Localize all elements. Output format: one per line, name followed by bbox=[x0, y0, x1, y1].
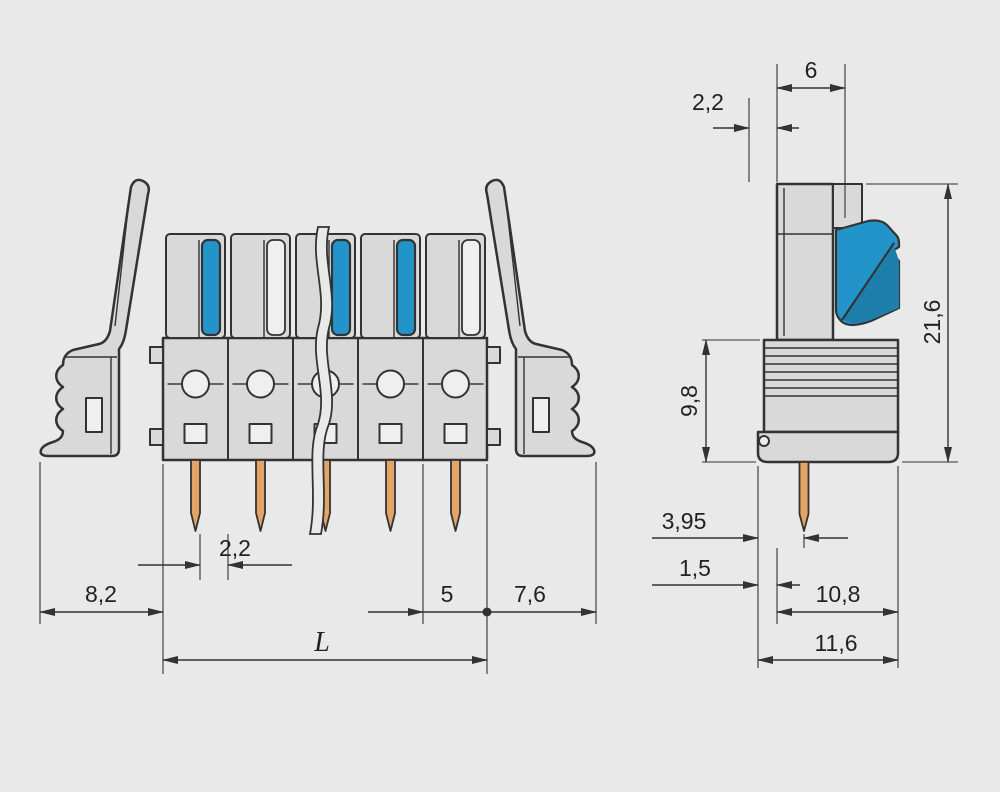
break-line bbox=[308, 226, 333, 535]
round-opening bbox=[246, 369, 275, 399]
round-opening bbox=[181, 369, 210, 399]
dim-label-lower-height: 9,8 bbox=[676, 385, 702, 417]
latch-body bbox=[39, 178, 151, 458]
solder-pin bbox=[190, 459, 201, 532]
side-lower-housing bbox=[762, 338, 900, 434]
pole-tower-4 bbox=[360, 233, 421, 339]
solder-pin-side bbox=[798, 461, 810, 532]
lever-slot bbox=[266, 239, 286, 336]
rib-lines bbox=[764, 347, 898, 397]
housing-tab bbox=[486, 428, 501, 446]
square-opening bbox=[248, 423, 273, 444]
dim-label-overall-height: 21,6 bbox=[919, 300, 945, 345]
side-top-block bbox=[832, 183, 863, 229]
round-opening bbox=[441, 369, 470, 399]
lever-diagonal-line bbox=[841, 242, 895, 321]
contact-openings bbox=[167, 369, 484, 444]
dim-label-lever-width: 6 bbox=[805, 57, 818, 83]
dim-label-left-overhang: 8,2 bbox=[85, 581, 117, 607]
dim-label-body-depth: 10,8 bbox=[816, 581, 861, 607]
dimensions-front: 2,2 8,2 5 7,6 L bbox=[39, 462, 597, 674]
housing-tab bbox=[149, 428, 164, 446]
dim-label-length: L bbox=[313, 627, 330, 658]
actuation-lever bbox=[200, 238, 222, 337]
solder-pins bbox=[190, 459, 461, 532]
dim-label-foot-offset: 1,5 bbox=[679, 555, 711, 581]
solder-pin bbox=[385, 459, 396, 532]
square-opening bbox=[183, 423, 208, 444]
dim-label-side-top-offset: 2,2 bbox=[692, 89, 724, 115]
dim-label-pitch: 5 bbox=[441, 581, 454, 607]
square-opening bbox=[443, 423, 468, 444]
mounting-latch-right bbox=[484, 178, 596, 458]
dim-label-right-overhang: 7,6 bbox=[514, 581, 546, 607]
solder-pin bbox=[255, 459, 266, 532]
actuation-lever bbox=[330, 238, 352, 337]
actuation-lever bbox=[395, 238, 417, 337]
lever-shading bbox=[844, 246, 899, 324]
pole-tower-5 bbox=[425, 233, 486, 339]
dim-label-pin-offset: 2,2 bbox=[219, 535, 251, 561]
lever-slot bbox=[461, 239, 481, 336]
solder-pin bbox=[450, 459, 461, 532]
side-view bbox=[756, 182, 901, 532]
pole-tower-1 bbox=[165, 233, 226, 339]
side-foot bbox=[756, 430, 900, 464]
round-opening bbox=[376, 369, 405, 399]
foot-pivot-hole bbox=[758, 435, 770, 447]
square-opening bbox=[378, 423, 403, 444]
side-upper-housing bbox=[775, 182, 835, 342]
housing-tab bbox=[149, 346, 164, 364]
latch-arm-line bbox=[114, 199, 130, 327]
pole-tower-2 bbox=[230, 233, 291, 339]
latch-slot bbox=[85, 397, 103, 433]
front-view bbox=[39, 178, 596, 535]
dimensions-side: 2,2 6 21,6 9,8 3,95 1,5 10,8 11,6 bbox=[652, 57, 958, 668]
mounting-latch-left bbox=[39, 178, 151, 458]
dim-label-pin-to-edge: 3,95 bbox=[662, 508, 707, 534]
dim-label-overall-depth: 11,6 bbox=[814, 630, 857, 656]
housing-tab bbox=[486, 346, 501, 364]
